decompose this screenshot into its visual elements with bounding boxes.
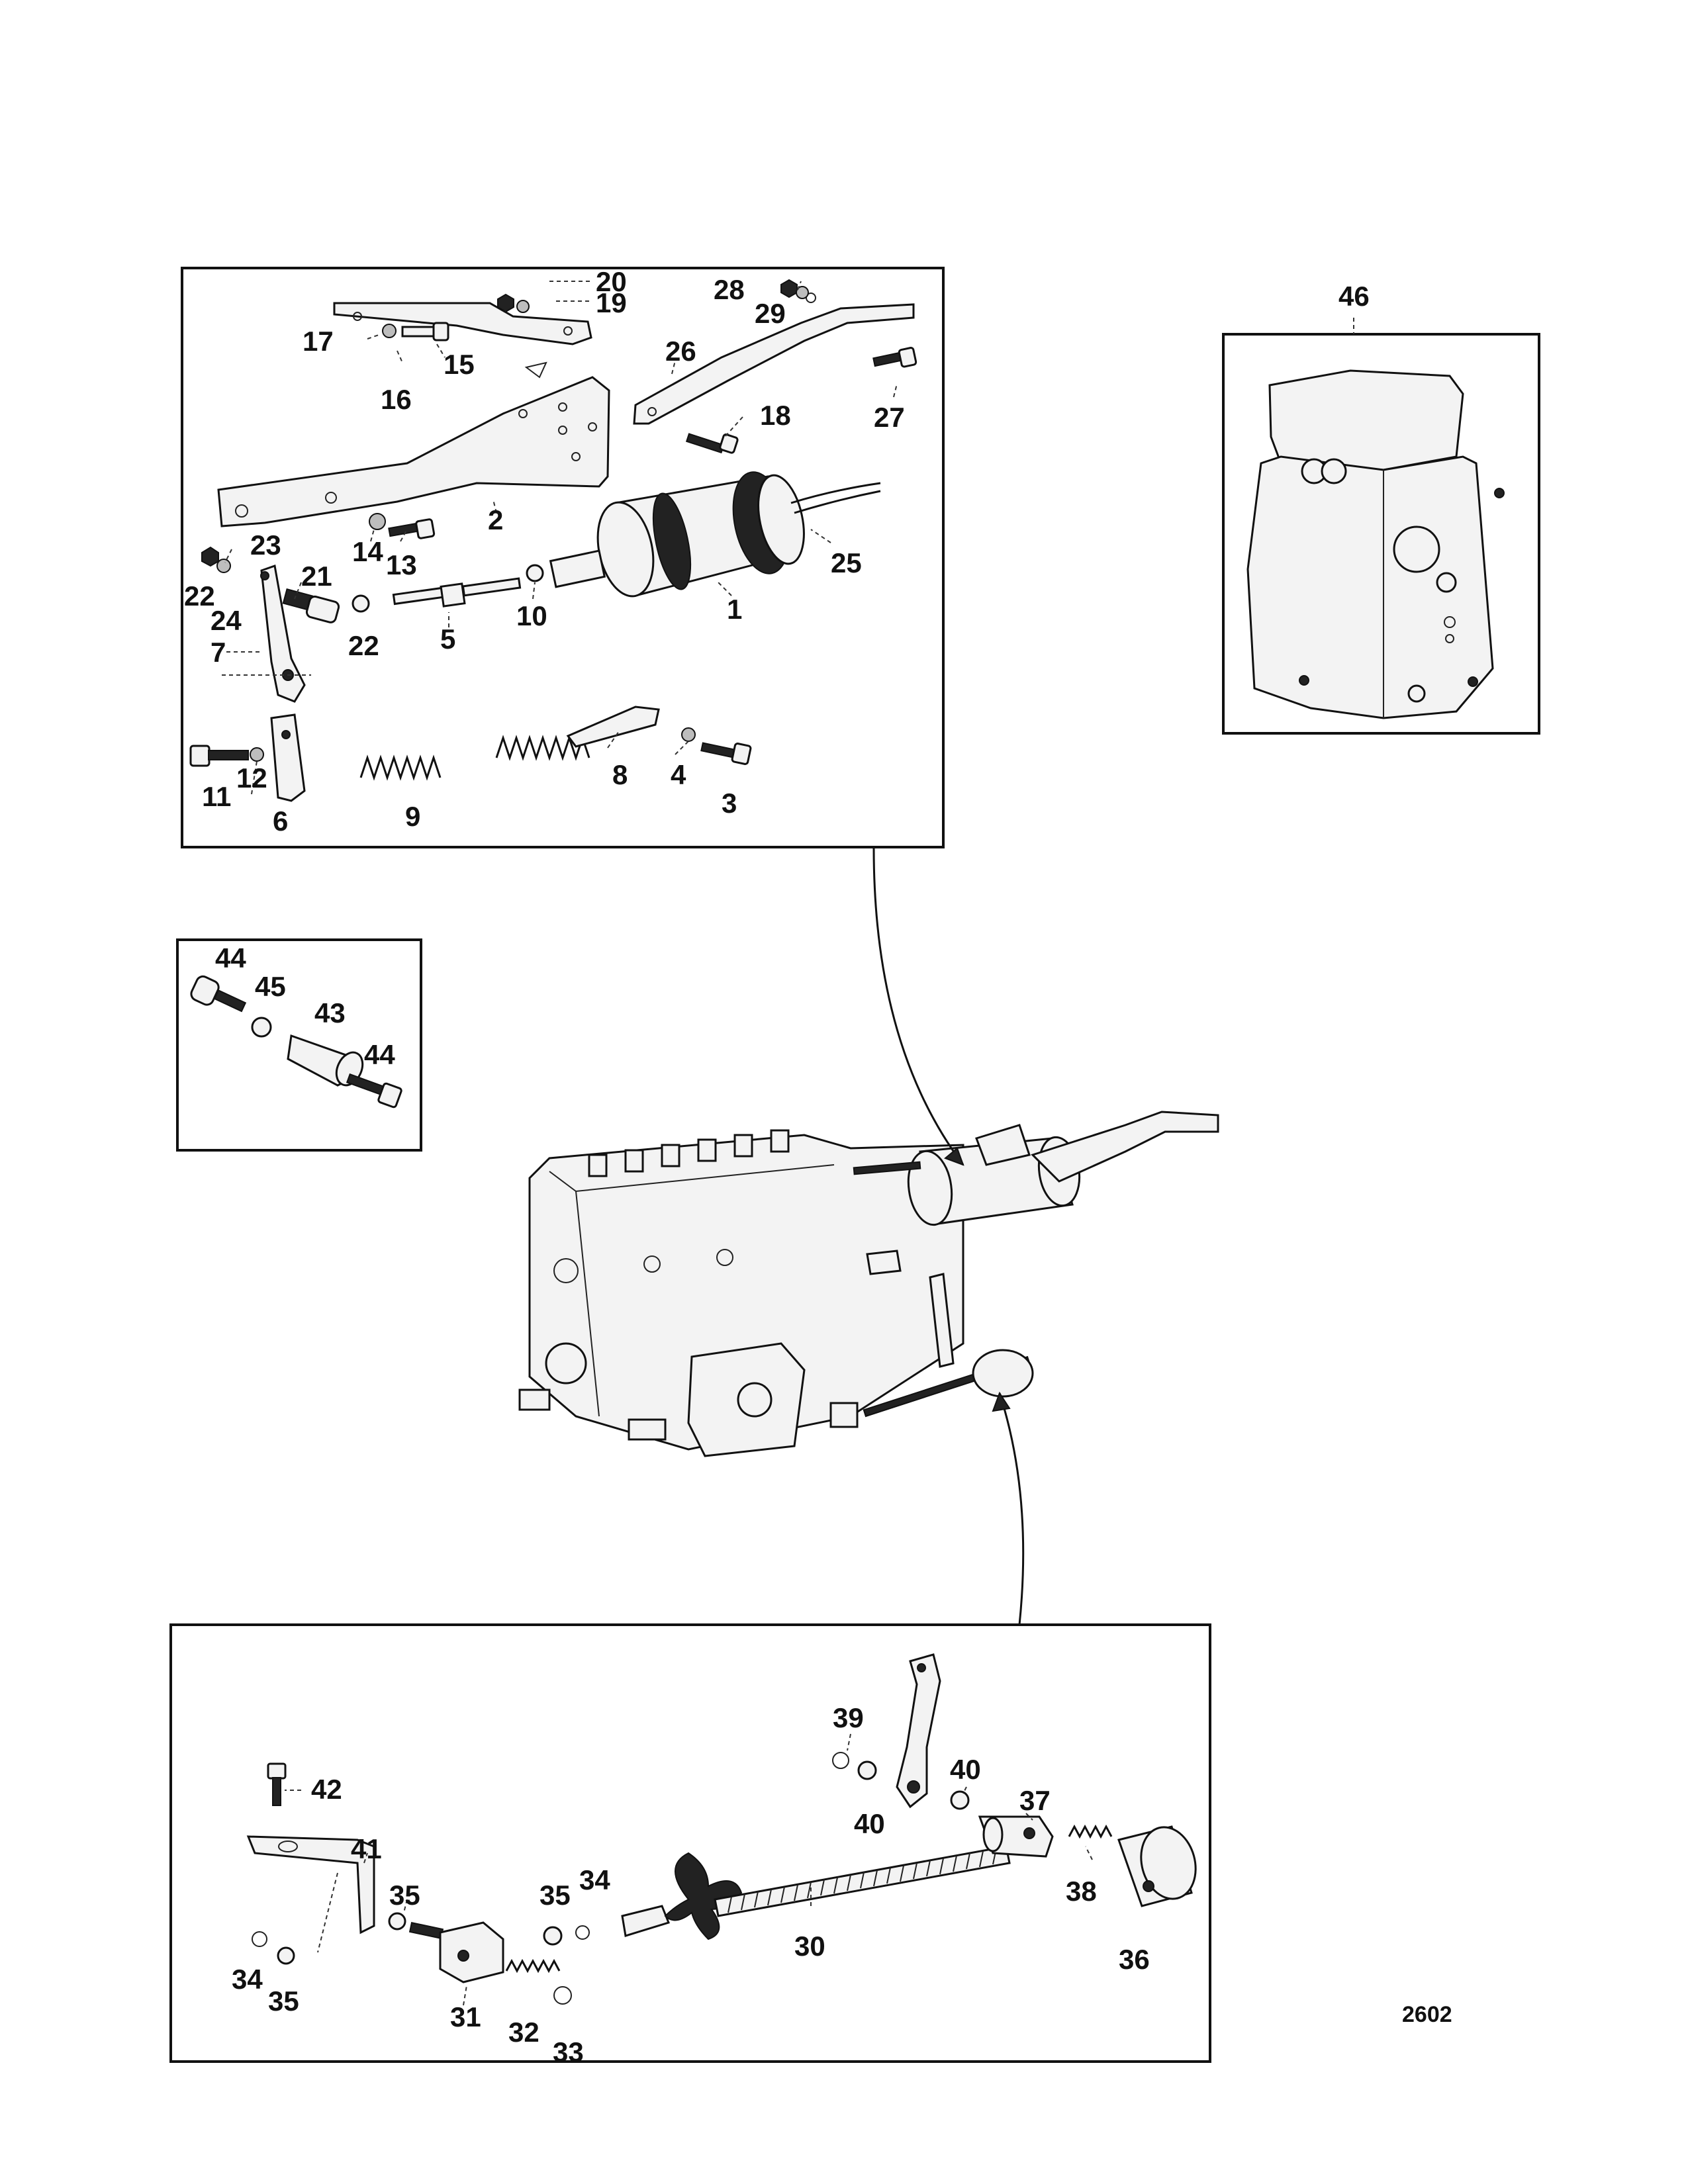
label-31: 31 bbox=[450, 2001, 481, 2032]
label-24: 24 bbox=[211, 605, 242, 636]
label-15: 15 bbox=[444, 349, 475, 380]
bracket-41 bbox=[246, 1835, 375, 1934]
screw-27 bbox=[872, 347, 917, 368]
label-8: 8 bbox=[612, 759, 628, 790]
screw-16 bbox=[382, 322, 449, 341]
label-26: 26 bbox=[665, 336, 696, 367]
label-12: 12 bbox=[236, 762, 267, 794]
stop-solenoid-1 bbox=[549, 471, 881, 598]
label-11: 11 bbox=[202, 781, 231, 812]
label-20: 20 bbox=[596, 266, 627, 297]
lever-7 bbox=[260, 565, 306, 703]
label-34a: 34 bbox=[232, 1964, 263, 1995]
label-45: 45 bbox=[255, 971, 286, 1002]
label-13: 13 bbox=[386, 549, 417, 580]
label-39: 39 bbox=[833, 1702, 864, 1733]
label-37: 37 bbox=[1019, 1785, 1051, 1816]
pointer-arrow-top bbox=[872, 848, 964, 1165]
label-41: 41 bbox=[351, 1833, 382, 1864]
label-19: 19 bbox=[596, 287, 627, 318]
stop-control-panel bbox=[169, 1623, 1211, 2063]
label-7: 7 bbox=[211, 637, 226, 668]
label-28: 28 bbox=[714, 274, 745, 305]
label-44b: 44 bbox=[364, 1039, 395, 1070]
label-22a: 22 bbox=[184, 580, 215, 612]
label-9: 9 bbox=[405, 801, 420, 832]
pointer-arrow-bottom bbox=[998, 1392, 1025, 1625]
label-35c: 35 bbox=[539, 1880, 571, 1911]
label-38: 38 bbox=[1066, 1876, 1097, 1907]
injection-pump-assembly bbox=[518, 848, 1219, 1625]
bracket-arm bbox=[1031, 1111, 1219, 1183]
label-18: 18 bbox=[760, 400, 791, 431]
stop-lever bbox=[896, 1653, 941, 1809]
solenoid-linkage-panel bbox=[181, 267, 945, 848]
label-3: 3 bbox=[722, 788, 737, 819]
label-5: 5 bbox=[440, 623, 455, 655]
label-32: 32 bbox=[508, 2017, 539, 2048]
label-21: 21 bbox=[301, 561, 332, 592]
callout-labels: 20 19 17 15 16 28 29 26 27 18 2 14 13 23… bbox=[184, 266, 1452, 2068]
star-knob bbox=[664, 1852, 743, 1940]
label-27: 27 bbox=[874, 402, 905, 433]
spring-32 bbox=[505, 1958, 561, 1974]
label-16: 16 bbox=[381, 384, 412, 415]
label-42: 42 bbox=[311, 1774, 342, 1805]
label-46: 46 bbox=[1338, 281, 1370, 312]
label-17: 17 bbox=[303, 326, 334, 357]
label-2: 2 bbox=[488, 504, 503, 535]
label-4: 4 bbox=[671, 759, 686, 790]
label-10: 10 bbox=[516, 600, 547, 631]
drawing-number: 2602 bbox=[1402, 2002, 1452, 2027]
label-30: 30 bbox=[794, 1931, 825, 1962]
bracket-6 bbox=[270, 713, 306, 802]
label-43: 43 bbox=[314, 997, 346, 1028]
label-34b: 34 bbox=[579, 1864, 610, 1895]
label-40a: 40 bbox=[854, 1808, 885, 1839]
screw-18 bbox=[685, 433, 739, 454]
spring-38 bbox=[1068, 1824, 1113, 1839]
label-23: 23 bbox=[250, 529, 281, 561]
lever-8 bbox=[566, 705, 660, 748]
label-22b: 22 bbox=[348, 630, 379, 661]
bracket-26 bbox=[633, 303, 915, 425]
governor-housing-panel bbox=[1222, 318, 1540, 735]
threaded-shaft-30 bbox=[714, 1845, 1011, 1917]
delivery-valve-holders bbox=[588, 1129, 790, 1177]
spring-9 bbox=[359, 735, 590, 781]
label-6: 6 bbox=[273, 805, 288, 837]
label-35a: 35 bbox=[389, 1880, 420, 1911]
stop-pin-panel bbox=[176, 938, 422, 1152]
label-40b: 40 bbox=[950, 1754, 981, 1785]
block-31 bbox=[439, 1921, 504, 1983]
label-35b: 35 bbox=[268, 1985, 299, 2017]
label-44a: 44 bbox=[215, 942, 246, 974]
screw-13 bbox=[369, 513, 436, 539]
bracket-2 bbox=[217, 376, 610, 527]
label-29: 29 bbox=[755, 298, 786, 329]
screw-11 bbox=[189, 745, 264, 767]
label-14: 14 bbox=[352, 536, 383, 567]
pin-21 bbox=[282, 588, 340, 623]
label-33: 33 bbox=[553, 2036, 584, 2068]
label-1: 1 bbox=[727, 594, 742, 625]
label-36: 36 bbox=[1119, 1944, 1150, 1975]
bracket-15 bbox=[333, 302, 592, 345]
screw-3 bbox=[700, 742, 752, 765]
label-25: 25 bbox=[831, 547, 862, 578]
